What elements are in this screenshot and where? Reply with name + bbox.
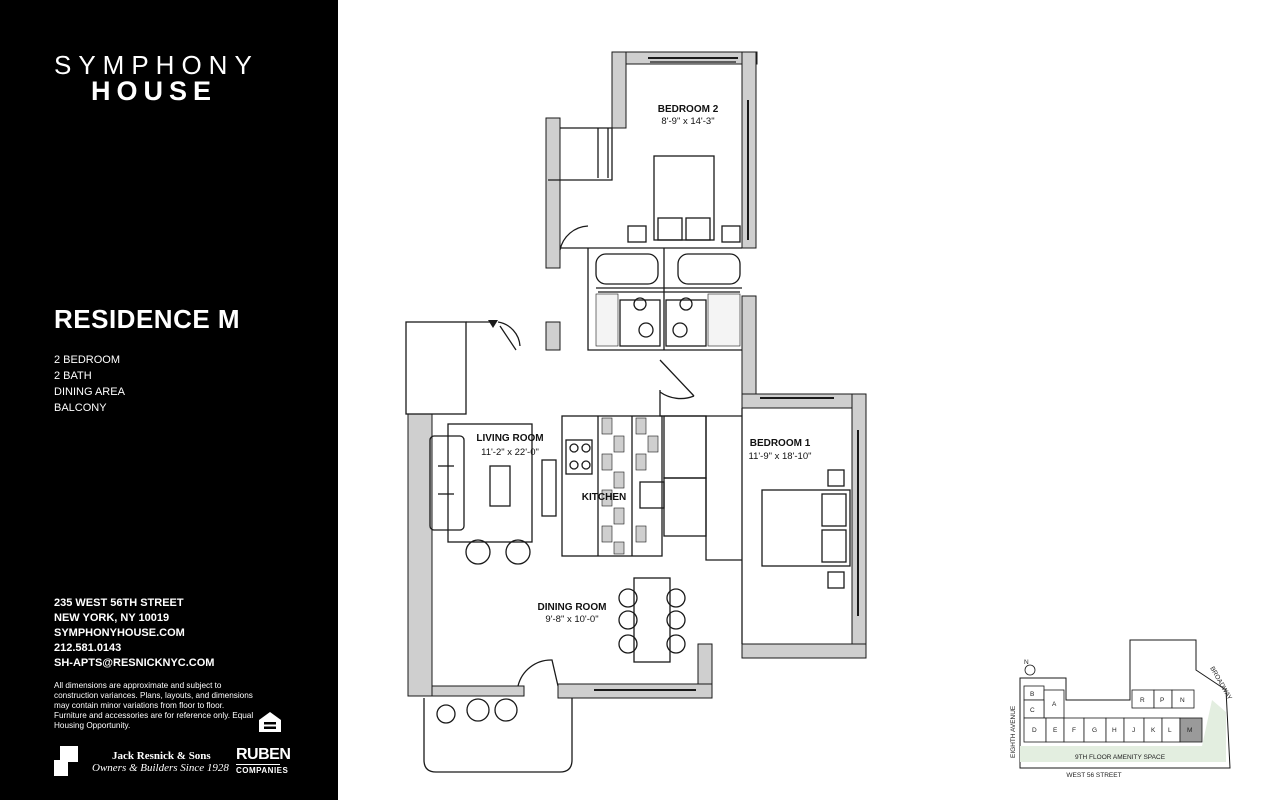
unit-label: D (1032, 727, 1037, 734)
dining-room-label: DINING ROOM (538, 602, 607, 613)
address-city: NEW YORK, NY 10019 (54, 612, 170, 624)
feature-item: 2 BEDROOM (54, 354, 121, 366)
features-list: 2 BEDROOM 2 BATH DINING AREA BALCONY (54, 352, 125, 416)
unit-label: A (1052, 701, 1057, 708)
bedroom1-dimensions: 11'-9" x 18'-10" (748, 451, 811, 462)
kitchen-label: KITCHEN (582, 492, 626, 503)
unit-label: J (1132, 727, 1135, 734)
bedroom2-label: BEDROOM 2 (658, 104, 719, 115)
feature-item: DINING AREA (54, 386, 125, 398)
ruben-logo-line2: COMPANIES (236, 766, 289, 775)
unit-label: E (1053, 727, 1058, 734)
website-link[interactable]: SYMPHONYHOUSE.COM (54, 627, 185, 639)
unit-label: R (1140, 697, 1145, 704)
unit-label: C (1030, 707, 1035, 714)
resnick-logo-icon (54, 746, 78, 776)
street-label-west: EIGHTH AVENUE (1010, 705, 1017, 758)
contact-block: 235 WEST 56TH STREET NEW YORK, NY 10019 … (54, 596, 214, 671)
feature-item: 2 BATH (54, 370, 92, 382)
residence-title: RESIDENCE M (54, 304, 241, 334)
ruben-logo-divider (236, 764, 280, 765)
living-room-label: LIVING ROOM (476, 433, 543, 444)
unit-label: N (1180, 697, 1185, 704)
resnick-name: Jack Resnick & Sons (112, 750, 211, 762)
bedroom2-dimensions: 8'-9" x 14'-3" (661, 116, 714, 127)
unit-label: L (1168, 727, 1172, 734)
street-label-south: WEST 56 STREET (1066, 772, 1121, 779)
unit-label: P (1160, 697, 1164, 704)
address-street: 235 WEST 56TH STREET (54, 597, 184, 609)
feature-item: BALCONY (54, 402, 107, 414)
bedroom1-label: BEDROOM 1 (750, 438, 811, 449)
ruben-logo-line1: RUBEN (236, 746, 291, 763)
unit-label: K (1151, 727, 1156, 734)
email-link[interactable]: SH-APTS@RESNICKNYC.COM (54, 657, 215, 669)
unit-label: B (1030, 691, 1034, 698)
phone-number[interactable]: 212.581.0143 (54, 642, 122, 654)
unit-label: G (1092, 727, 1097, 734)
living-room-dimensions: 11'-2" x 22'-0" (481, 447, 539, 458)
unit-label: F (1072, 727, 1076, 734)
key-plan: N A B C D E F G H J K L M N P R 9TH FLOO… (1010, 639, 1233, 779)
disclaimer-text: All dimensions are approximate and subje… (54, 681, 254, 730)
resnick-tagline: Owners & Builders Since 1928 (92, 762, 229, 774)
brand-name-line1: SYMPHONY (54, 50, 259, 80)
brand-name-line2: HOUSE (91, 76, 218, 106)
equal-housing-icon (259, 712, 281, 732)
unit-label-highlighted: M (1187, 727, 1192, 734)
unit-label: H (1112, 727, 1117, 734)
dining-room-dimensions: 9'-8" x 10'-0" (545, 614, 598, 625)
amenity-label: 9TH FLOOR AMENITY SPACE (1075, 754, 1166, 761)
sidebar-panel: SYMPHONY HOUSE RESIDENCE M 2 BEDROOM 2 B… (0, 0, 338, 800)
north-arrow-label: N (1024, 659, 1029, 666)
